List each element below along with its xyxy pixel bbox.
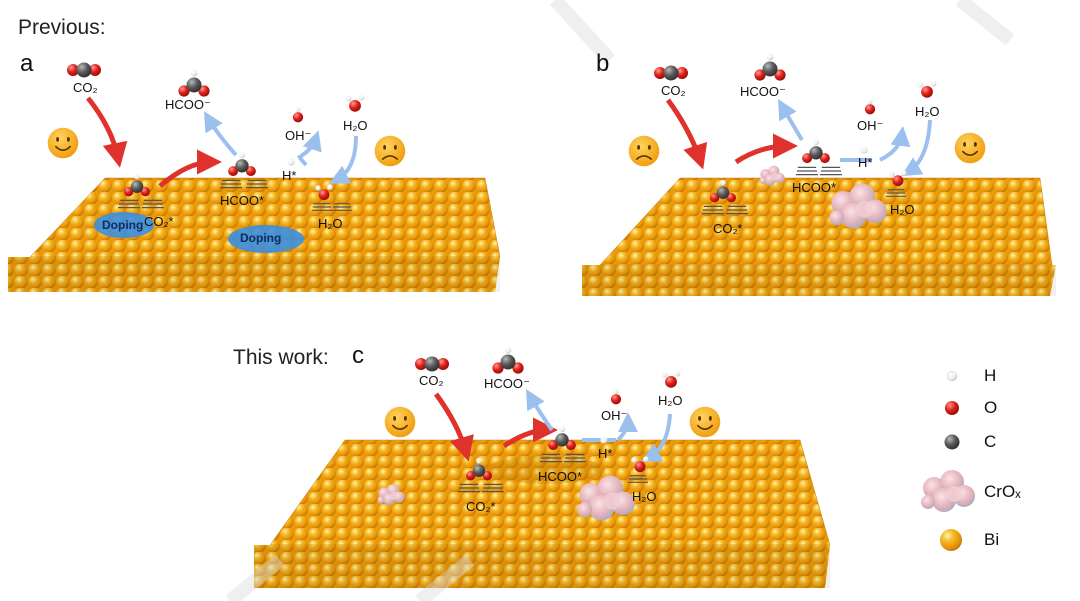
label-a-co2-gas: CO₂ bbox=[73, 80, 98, 95]
hcoo-gas-b bbox=[754, 53, 786, 81]
bismuth-atom-icon bbox=[940, 529, 962, 551]
label-c-co2-star: CO₂* bbox=[466, 499, 496, 514]
label-c-hcoo-minus: HCOO⁻ bbox=[484, 376, 530, 391]
blue-arrow-a-1 bbox=[203, 111, 238, 157]
panel-b-letter: b bbox=[596, 50, 610, 77]
doping-patch-2 bbox=[228, 225, 304, 253]
blue-arrow-c-3 bbox=[640, 413, 672, 462]
carbon-atom-icon bbox=[944, 434, 960, 450]
blue-arrow-b-3 bbox=[901, 119, 932, 177]
co2-gas-b bbox=[654, 65, 688, 81]
legend-label-c: C bbox=[984, 432, 997, 451]
label-a-h-star: H* bbox=[282, 168, 297, 183]
hydrogen-atom-icon bbox=[946, 370, 958, 382]
blue-arrow-c-2 bbox=[616, 412, 638, 442]
h-star-atom-c bbox=[600, 436, 608, 444]
label-b-h2o-gas: H₂O bbox=[915, 104, 940, 119]
hcoo-ads-a bbox=[228, 152, 256, 177]
red-arrow-c-2 bbox=[502, 417, 558, 449]
h2o-gas-b bbox=[917, 80, 937, 98]
red-arrow-c-1 bbox=[433, 392, 474, 462]
smiley-icon-b bbox=[953, 131, 987, 165]
red-arrow-b-2 bbox=[734, 133, 798, 165]
legend-label-h: H bbox=[984, 366, 997, 385]
legend-label-o: O bbox=[984, 398, 998, 417]
label-c-oh-minus: OH⁻ bbox=[601, 408, 628, 423]
label-a-h2o-ads: H₂O bbox=[318, 216, 343, 231]
co2-gas-c bbox=[415, 356, 449, 372]
label-b-hcoo-star: HCOO* bbox=[792, 180, 837, 195]
label-a-h2o-gas: H₂O bbox=[343, 118, 368, 133]
oh-gas-c bbox=[610, 388, 622, 405]
watermark bbox=[225, 0, 1015, 601]
blue-arrow-a-2 bbox=[296, 130, 322, 160]
hcoo-gas-c bbox=[492, 346, 524, 374]
label-b-co2-gas: CO₂ bbox=[661, 83, 686, 98]
label-a-doping-2: Doping bbox=[240, 231, 282, 245]
stack-b-4 bbox=[820, 166, 842, 176]
crox-cluster-b-small bbox=[759, 165, 785, 186]
crox-cluster-icon bbox=[921, 470, 975, 512]
label-a-oh-minus: OH⁻ bbox=[285, 128, 312, 143]
label-c-h-star: H* bbox=[598, 446, 613, 461]
label-b-hcoo-minus: HCOO⁻ bbox=[740, 84, 786, 99]
label-a-hcoo-star: HCOO* bbox=[220, 193, 265, 208]
h-star-atom-b bbox=[860, 146, 868, 154]
label-c-hcoo-star: HCOO* bbox=[538, 469, 583, 484]
smiley-icon-c2 bbox=[688, 405, 722, 439]
red-arrow-a-2 bbox=[158, 149, 222, 188]
blue-arrow-b-2 bbox=[879, 126, 911, 162]
panel-a-bi-slab bbox=[8, 177, 501, 292]
panel-c-bi-slab bbox=[254, 439, 831, 588]
label-c-h2o-gas: H₂O bbox=[658, 393, 683, 408]
oh-gas-b bbox=[864, 98, 876, 115]
panel-c-letter: c bbox=[352, 342, 364, 369]
co2-gas-a bbox=[67, 62, 101, 78]
this-work-header: This work: bbox=[233, 346, 329, 369]
previous-header: Previous: bbox=[18, 16, 106, 39]
label-a-hcoo-minus: HCOO⁻ bbox=[165, 97, 211, 112]
label-b-h2o-ads: H₂O bbox=[890, 202, 915, 217]
stack-b-3 bbox=[796, 166, 818, 176]
hcoo-ads-b bbox=[802, 139, 830, 164]
blue-arrow-a-3 bbox=[328, 135, 358, 184]
panel-a-letter: a bbox=[20, 50, 34, 77]
label-a-doping-1: Doping bbox=[102, 218, 144, 232]
blue-arrow-a-4 bbox=[298, 156, 308, 167]
oxygen-atom-icon bbox=[945, 401, 959, 415]
h2o-gas-c bbox=[661, 370, 681, 388]
panel-b-bi-slab bbox=[582, 177, 1056, 296]
smiley-icon-c1 bbox=[383, 405, 417, 439]
h2o-gas-a bbox=[345, 94, 365, 112]
blue-arrow-c-1 bbox=[526, 389, 554, 432]
h-star-atom-a bbox=[287, 158, 295, 166]
label-c-h2o-ads: H₂O bbox=[632, 489, 657, 504]
legend-label-crox: CrOₓ bbox=[984, 482, 1021, 501]
label-b-oh-minus: OH⁻ bbox=[857, 118, 884, 133]
label-c-co2-gas: CO₂ bbox=[419, 373, 444, 388]
red-arrow-b-1 bbox=[665, 98, 708, 170]
frowny-icon-a bbox=[373, 134, 407, 168]
label-b-h-star: H* bbox=[858, 155, 873, 170]
label-b-co2-star: CO₂* bbox=[713, 221, 743, 236]
red-arrow-a-1 bbox=[86, 96, 128, 168]
hcoo-gas-a bbox=[178, 69, 210, 97]
oh-gas-a bbox=[292, 106, 304, 123]
legend-label-bi: Bi bbox=[984, 530, 1000, 549]
blue-arrow-b-1 bbox=[778, 99, 804, 142]
doping-patch-1 bbox=[94, 212, 154, 238]
frowny-icon-b bbox=[627, 134, 661, 168]
smiley-icon-a bbox=[46, 126, 80, 160]
label-a-co2-star: CO₂* bbox=[144, 214, 174, 229]
